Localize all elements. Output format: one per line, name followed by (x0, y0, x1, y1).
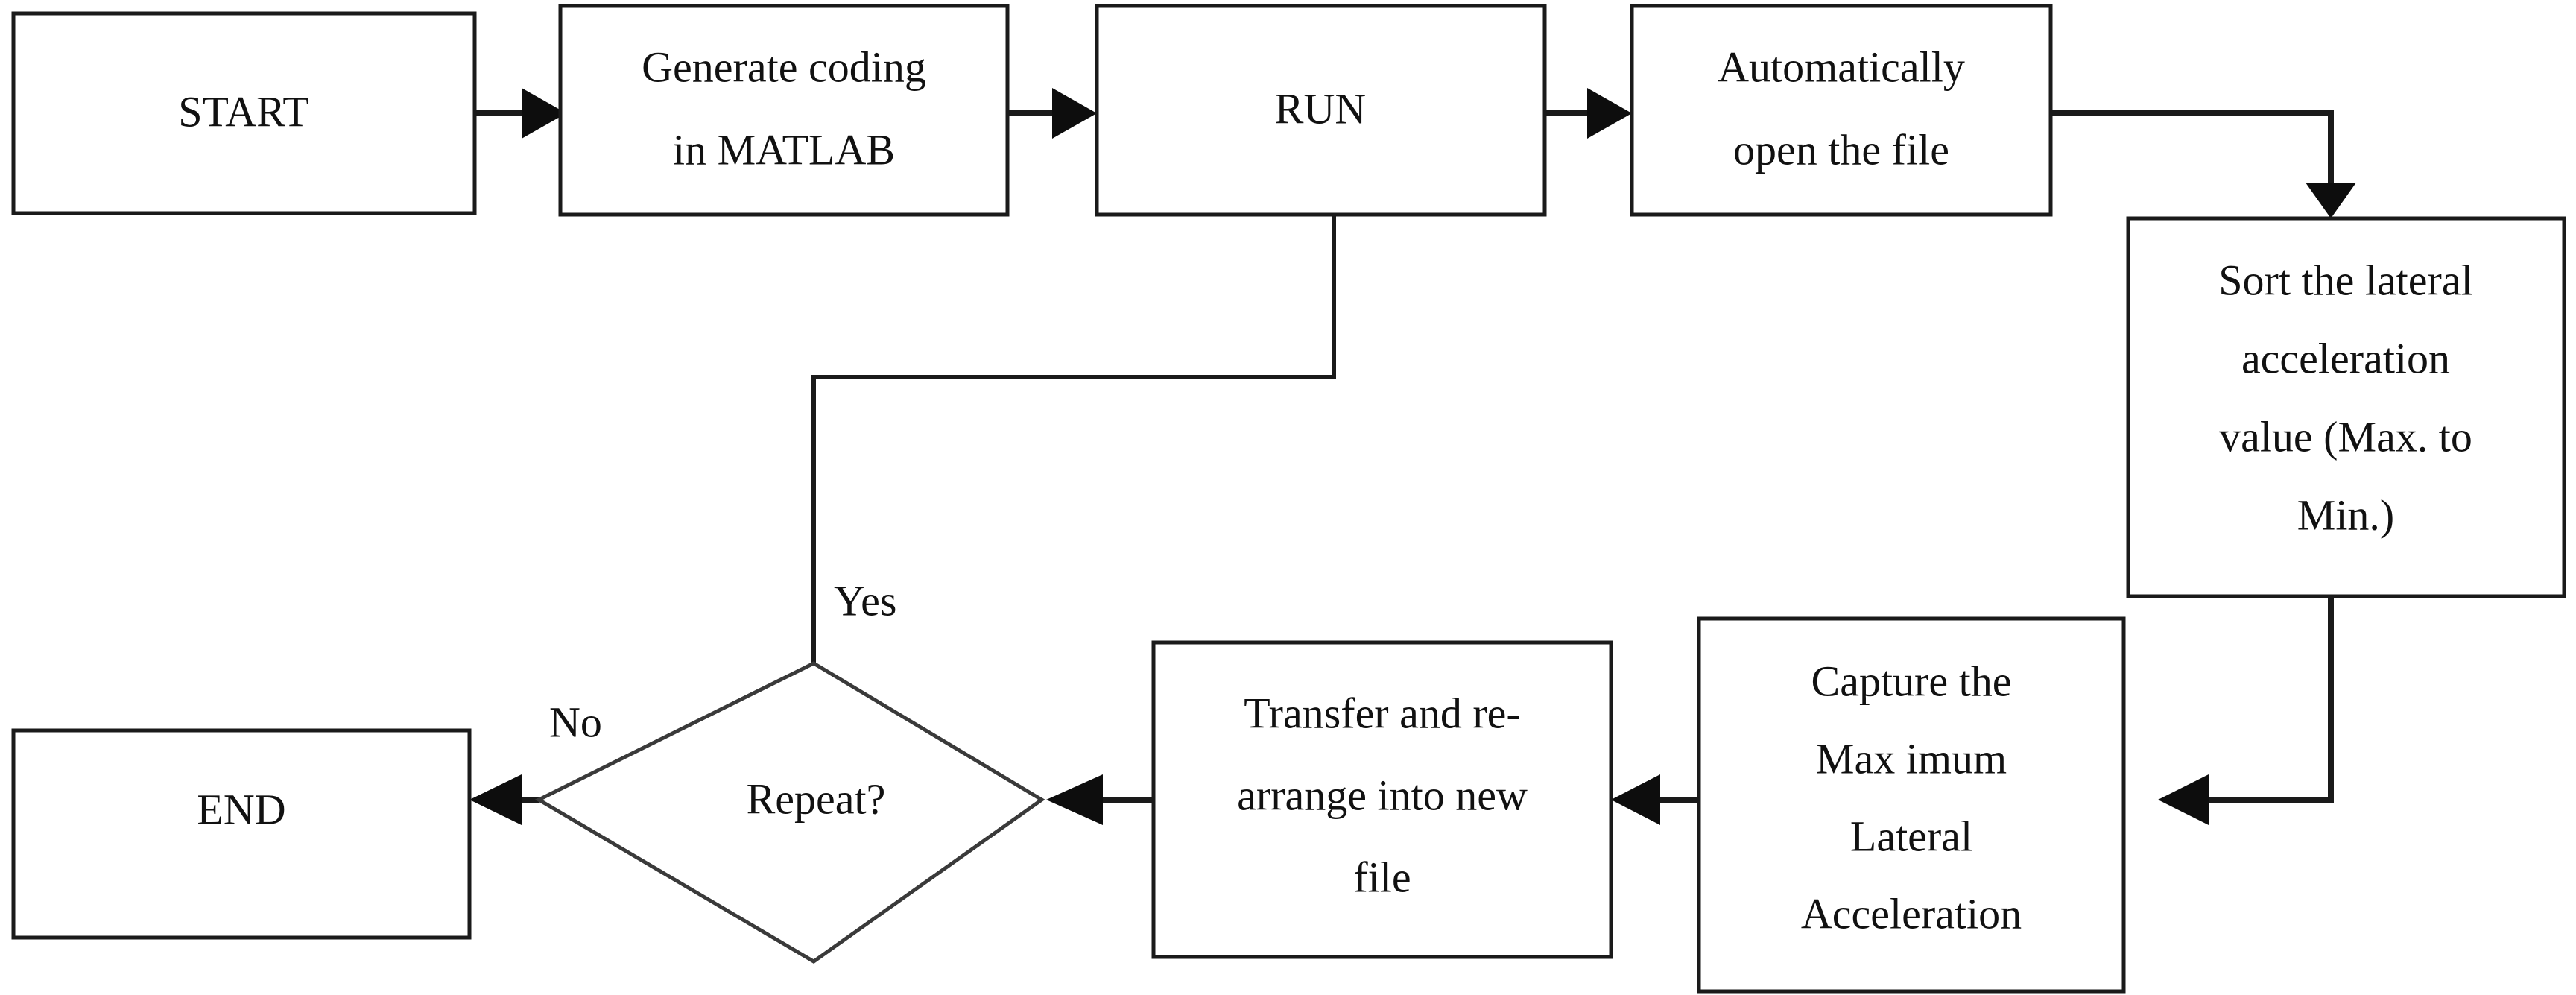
node-open-file[interactable]: Automatically open the file (1630, 4, 2053, 217)
node-repeat-decision-label: Repeat? (747, 774, 886, 823)
node-sort-values-label-line4: Min.) (2297, 490, 2395, 539)
node-run-label: RUN (1275, 84, 1366, 133)
edge-label-yes: Yes (834, 576, 896, 625)
node-end[interactable]: END (11, 728, 472, 940)
edge-sort-values-to-capture-max (2158, 596, 2334, 825)
edge-run-to-open-file (1545, 88, 1632, 139)
node-sort-values[interactable]: Sort the lateral acceleration value (Max… (2126, 216, 2566, 598)
node-open-file-label-line1: Automatically (1718, 42, 1965, 91)
node-transfer-rearrange-label-line1: Transfer and re- (1244, 689, 1521, 737)
node-capture-max[interactable]: Capture the Max imum Lateral Acceleratio… (1697, 616, 2126, 994)
node-transfer-rearrange-label-line2: arrange into new (1237, 771, 1528, 819)
node-sort-values-label-line3: value (Max. to (2219, 412, 2472, 461)
node-open-file-label-line2: open the file (1733, 125, 1949, 174)
edge-label-no: No (549, 698, 602, 746)
node-capture-max-label-line4: Acceleration (1801, 889, 2022, 938)
node-start[interactable]: START (11, 11, 477, 215)
node-generate-coding[interactable]: Generate coding in MATLAB (558, 4, 1010, 217)
node-capture-max-label-line1: Capture the (1811, 657, 2012, 705)
node-sort-values-label-line2: acceleration (2241, 334, 2450, 382)
node-generate-coding-label-line2: in MATLAB (673, 125, 895, 174)
node-start-label: START (178, 87, 309, 136)
node-sort-values-label-line1: Sort the lateral (2218, 256, 2472, 304)
node-capture-max-label-line3: Lateral (1850, 812, 1972, 860)
edge-generate-coding-to-run (1007, 88, 1097, 139)
node-end-label: END (197, 785, 285, 833)
edge-capture-max-to-transfer-rearrange (1611, 774, 1699, 825)
edge-transfer-rearrange-to-repeat-decision (1046, 774, 1153, 825)
node-transfer-rearrange-label-line3: file (1353, 853, 1411, 901)
node-generate-coding-label-line1: Generate coding (642, 42, 926, 91)
node-transfer-rearrange[interactable]: Transfer and re- arrange into new file (1151, 640, 1613, 959)
edge-start-to-generate-coding (475, 88, 566, 139)
edge-open-file-to-sort-values (2051, 110, 2356, 218)
node-capture-max-label-line2: Max imum (1816, 734, 2007, 783)
node-run[interactable]: RUN (1095, 4, 1547, 217)
edge-repeat-decision-to-end (469, 774, 539, 825)
node-repeat-decision[interactable]: Repeat? (534, 661, 1045, 964)
